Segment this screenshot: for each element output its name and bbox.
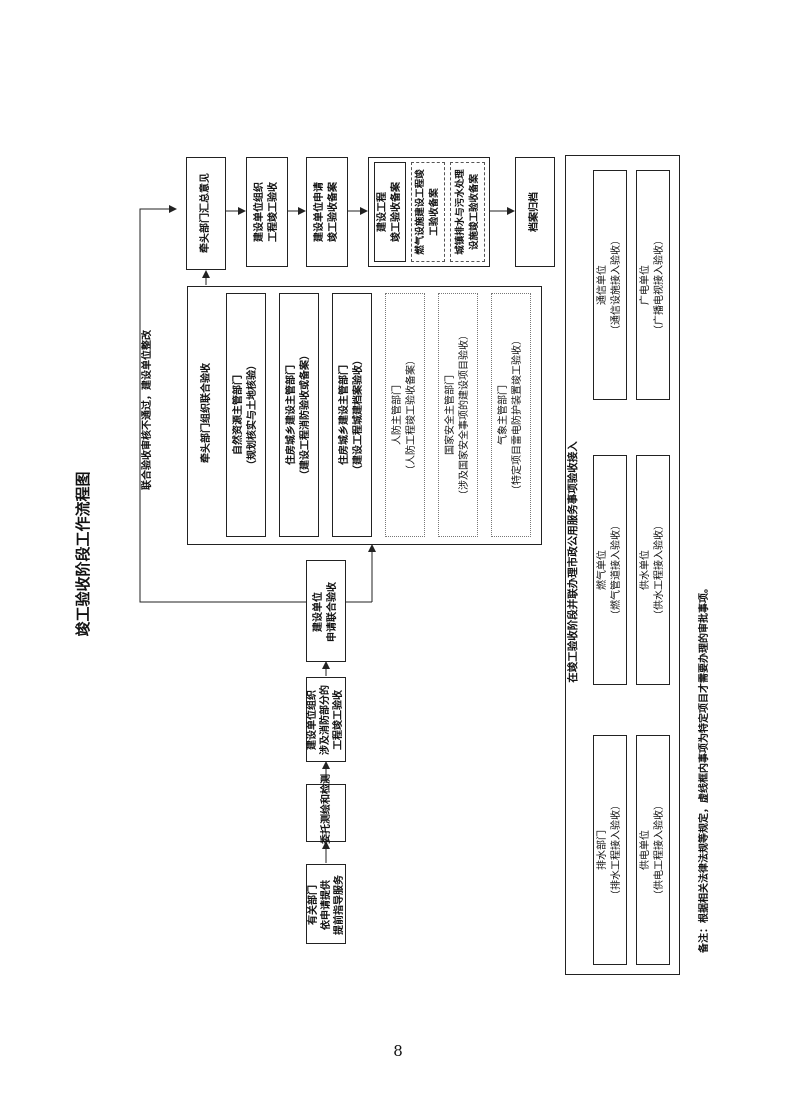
joint-item-urban-archive-text: 住房城乡建设主管部门 （建设工程城建档案验收） — [339, 355, 364, 475]
footnote: 备注：根据相关法律法规等规定，虚线框内事项为特定项目才需要办理的审批事项。 — [699, 583, 710, 953]
feedback-loop-label: 联合验收审核不通过，建设单位整改 — [142, 330, 153, 490]
joint-item-natural-resources-text: 自然资源主管部门 （规划核实与土地核验） — [233, 360, 258, 470]
org-acceptance-text: 建设单位组织 工程竣工验收 — [254, 182, 279, 242]
filing-main-text: 建设工程 竣工验收备案 — [377, 182, 402, 242]
apply-joint-box: 建设单位 申请联合验收 — [306, 560, 346, 662]
filing-drain-text: 城镇排水与污水处理 设施竣工验收备案 — [455, 169, 480, 255]
joint-item-natural-resources — [226, 293, 266, 537]
utility-broadcast-box — [636, 170, 670, 400]
utility-gas-box — [593, 455, 627, 685]
utility-gas-text: 燃气单位 （燃气管道接入验收） — [597, 520, 622, 620]
lead-summary-box — [186, 157, 226, 270]
guidance-box: 有关部门 依申请提供 提前指导服务 — [306, 864, 346, 944]
filing-apply-text: 建设单位申请 竣工验收备案 — [314, 182, 339, 242]
feedback-loop-line — [139, 205, 306, 603]
joint-item-national-security — [438, 293, 478, 537]
joint-item-national-security-text: 国家安全主管部门 （涉及国家安全事项的建设项目验收） — [445, 330, 470, 500]
filing-main-box — [374, 162, 406, 262]
org-acceptance-box — [246, 157, 288, 267]
joint-item-civil-defense — [385, 293, 425, 537]
utility-water-box — [636, 455, 670, 685]
utility-drainage-box — [593, 735, 627, 965]
fire-acceptance-box: 建设单位组织 涉及消防部分的 工程竣工验收 — [306, 677, 346, 762]
fire-acceptance-text: 建设单位组织 涉及消防部分的 工程竣工验收 — [307, 685, 344, 755]
joint-item-civil-defense-text: 人防主管部门 （人防工程竣工验收备案） — [392, 355, 417, 475]
archive-text: 档案归档 — [529, 192, 540, 232]
guidance-text: 有关部门 依申请提供 提前指导服务 — [308, 875, 345, 935]
joint-item-meteorology-text: 气象主管部门 （特定项目雷电防护装置竣工验收） — [498, 335, 523, 495]
filing-gas-text: 燃气设施建设工程竣 工验收备案 — [415, 169, 440, 255]
utility-power-text: 供电单位 （供电工程接入验收） — [640, 800, 665, 900]
page-number: 8 — [393, 1042, 403, 1060]
joint-acceptance-title: 牵头部门组织联合验收 — [201, 363, 212, 463]
joint-item-fire-filing-text: 住房城乡建设主管部门 （建设工程消防验收或备案） — [286, 350, 311, 480]
utility-telecom-text: 通信单位 （通信设施接入验收） — [597, 235, 622, 335]
apply-joint-text: 建设单位 申请联合验收 — [313, 582, 338, 642]
joint-item-fire-filing — [279, 293, 319, 537]
filing-drain-box — [450, 162, 485, 262]
archive-box — [515, 157, 555, 267]
page-title: 竣工验收阶段工作流程图 — [74, 471, 92, 637]
survey-text: 委托测绘和检测 — [321, 774, 332, 844]
utility-telecom-box — [593, 170, 627, 400]
utilities-title: 在竣工验收阶段并联办理市政公用服务事项验收接入 — [567, 441, 579, 683]
joint-item-urban-archive — [332, 293, 372, 537]
filing-gas-box — [411, 162, 445, 262]
utility-broadcast-text: 广电单位 （广播电视接入验收） — [640, 235, 665, 335]
utility-drainage-text: 排水部门 （排水工程接入验收） — [597, 800, 622, 900]
joint-item-meteorology — [491, 293, 531, 537]
survey-box: 委托测绘和检测 — [306, 774, 346, 844]
lead-summary-text: 牵头部门汇总意见 — [200, 173, 211, 253]
utility-water-text: 供水单位 （供水工程接入验收） — [640, 520, 665, 620]
filing-apply-box — [306, 157, 348, 267]
utility-power-box — [636, 735, 670, 965]
